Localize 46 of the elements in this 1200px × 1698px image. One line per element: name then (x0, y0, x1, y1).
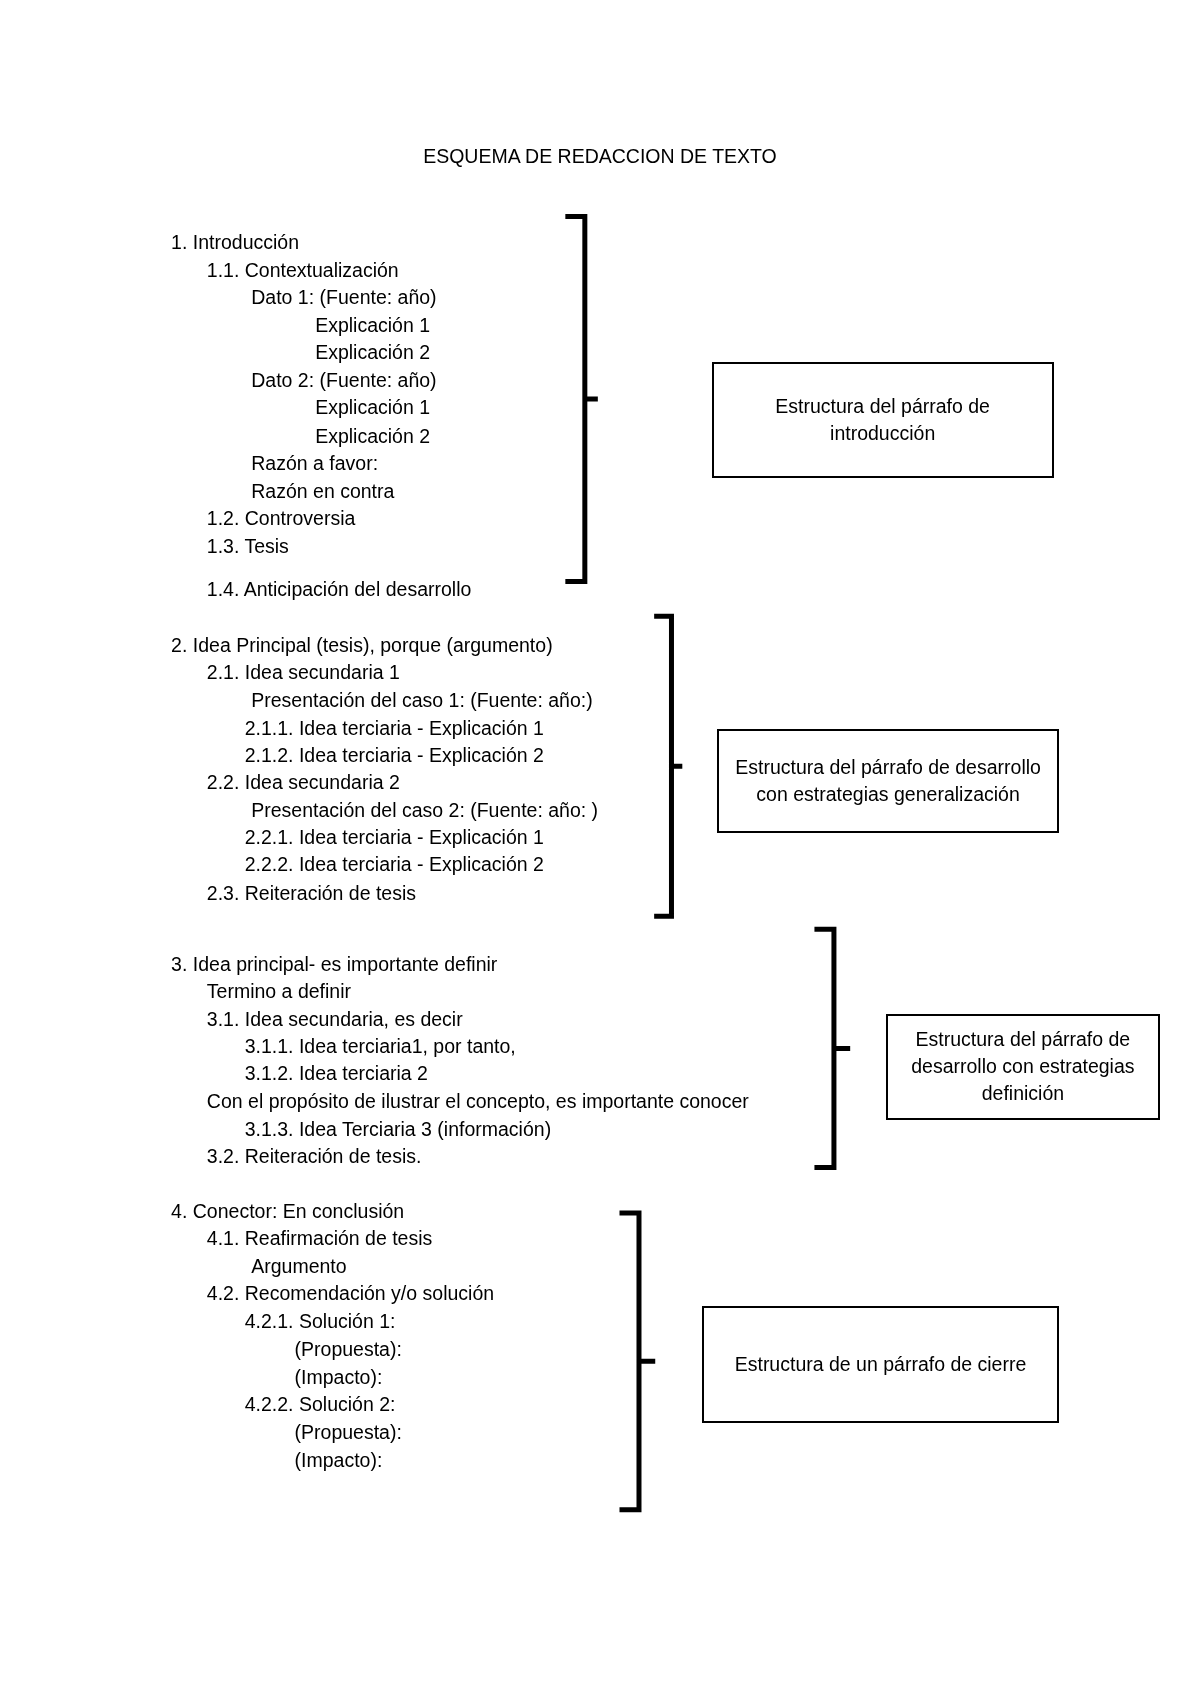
outline-item: Dato 2: (Fuente: año) (251, 369, 437, 392)
text-box: Estructura de un párrafo de cierre (701, 1306, 1060, 1424)
outline-item: 3.1. Idea secundaria, es decir (206, 1008, 463, 1031)
outline-item: 1. Introducción (171, 230, 300, 253)
outline-item: (Impacto): (294, 1449, 383, 1472)
outline-item: (Impacto): (294, 1365, 383, 1388)
outline-item: 2. Idea Principal (tesis), porque (argumento) (171, 633, 553, 656)
outline-item: Razón a favor: (251, 451, 379, 474)
outline-item: Explicación 1 (315, 396, 431, 419)
page-title: ESQUEMA DE REDACCION DE TEXTO (422, 145, 778, 168)
outline-item: 3.1.1. Idea terciaria1, por tanto, (244, 1035, 516, 1058)
outline-item: Dato 1: (Fuente: año) (251, 285, 437, 308)
outline-item: 2.1.2. Idea terciaria - Explicación 2 (244, 744, 544, 767)
outline-item: 4.2. Recomendación y/o solución (206, 1282, 495, 1305)
text-box: Estructura del párrafo de introducción (711, 361, 1054, 478)
outline-item: 2.1. Idea secundaria 1 (206, 660, 400, 683)
outline-item: Explicación 2 (315, 341, 431, 364)
outline-item: 4.2.2. Solución 2: (244, 1392, 396, 1415)
outline-item: Presentación del caso 1: (Fuente: año:) (251, 688, 593, 711)
outline-item: 1.1. Contextualización (206, 258, 399, 281)
outline-item: Explicación 2 (315, 424, 431, 447)
outline-item: 3.2. Reiteración de tesis. (206, 1144, 422, 1167)
outline-item: 3.1.2. Idea terciaria 2 (244, 1062, 428, 1085)
outline-item: 2.2. Idea secundaria 2 (206, 771, 400, 794)
outline-item: Razón en contra (251, 479, 395, 502)
outline-item: (Propuesta): (294, 1420, 402, 1443)
text-box: Estructura del párrafo de desarrollo con estrategias definición (885, 1013, 1160, 1120)
outline-item: Con el propósito de ilustrar el concepto, es importante conocer (206, 1089, 749, 1112)
outline-item: 3. Idea principal- es importante definir (171, 953, 498, 976)
outline-item: 4.2.1. Solución 1: (244, 1310, 396, 1333)
outline-item: 1.3. Tesis (206, 535, 289, 557)
outline-item: 2.2.1. Idea terciaria - Explicación 1 (244, 826, 544, 849)
outline-item: Explicación 1 (315, 314, 431, 337)
outline-item: 4.1. Reafirmación de tesis (206, 1227, 433, 1250)
text-box: Estructura del párrafo de desarrollo con estrategias generalización (716, 728, 1060, 833)
outline-item: 3.1.3. Idea Terciaria 3 (información) (244, 1117, 552, 1140)
outline-item: 1.4. Anticipación del desarrollo (206, 578, 472, 601)
outline-item: 4. Conector: En conclusión (171, 1200, 405, 1222)
outline-item: Argumento (251, 1255, 347, 1278)
outline-item: 2.2.2. Idea terciaria - Explicación 2 (244, 853, 544, 876)
outline-item: 2.3. Reiteración de tesis (206, 881, 417, 904)
outline-item: Termino a definir (206, 980, 351, 1003)
outline-item: Presentación del caso 2: (Fuente: año: ) (251, 799, 599, 822)
outline-item: 2.1.1. Idea terciaria - Explicación 1 (244, 716, 544, 739)
outline-item: 1.2. Controversia (206, 506, 356, 529)
outline-item: (Propuesta): (294, 1337, 402, 1360)
